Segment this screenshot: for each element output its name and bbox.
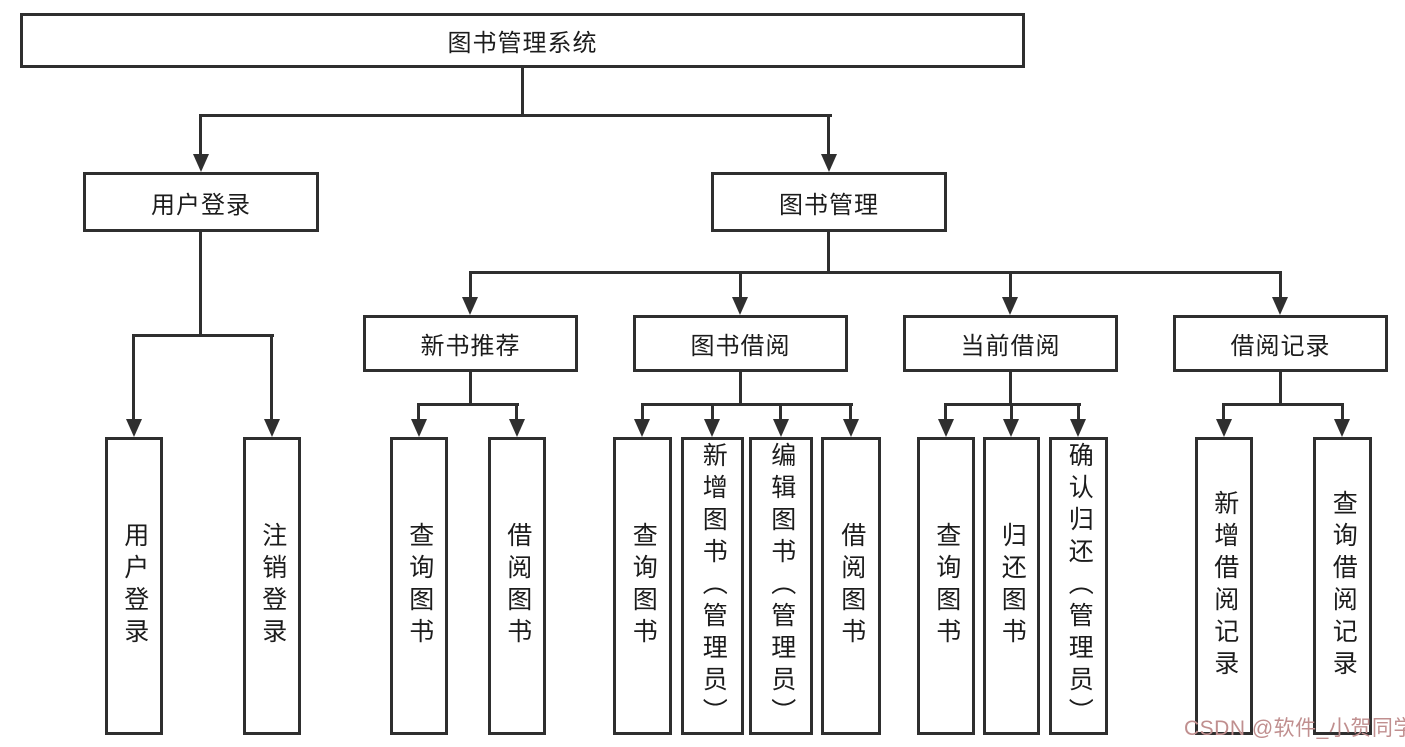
connector-line xyxy=(779,403,782,421)
connector-line xyxy=(1222,403,1344,406)
connector-line xyxy=(1010,403,1013,421)
leaf-borrow-books: 借阅图书 xyxy=(821,437,881,735)
connector-line xyxy=(1009,271,1012,299)
leaf-confirm-return-admin: 确认归还（管理员） xyxy=(1049,437,1108,735)
arrow-down-icon xyxy=(1003,419,1019,437)
arrow-down-icon xyxy=(509,419,525,437)
node-label: 当前借阅 xyxy=(960,333,1061,360)
leaf-label: 注销登录 xyxy=(258,522,287,650)
arrow-down-icon xyxy=(732,297,748,315)
connector-line xyxy=(469,271,472,299)
leaf-label: 借阅图书 xyxy=(503,522,532,650)
connector-line xyxy=(711,403,714,421)
connector-line xyxy=(849,403,852,421)
connector-line xyxy=(132,334,274,337)
node-user-login: 用户登录 xyxy=(83,172,319,232)
connector-line xyxy=(1222,403,1225,421)
leaf-label: 查询图书 xyxy=(405,522,434,650)
node-label: 图书管理系统 xyxy=(447,30,598,57)
connector-line xyxy=(521,68,524,117)
arrow-down-icon xyxy=(126,419,142,437)
node-book-management: 图书管理 xyxy=(711,172,947,232)
connector-line xyxy=(199,114,202,156)
connector-line xyxy=(199,114,832,117)
arrow-down-icon xyxy=(938,419,954,437)
arrow-down-icon xyxy=(704,419,720,437)
leaf-label: 查询图书 xyxy=(629,522,658,650)
connector-line xyxy=(827,232,830,274)
leaf-edit-books-admin: 编辑图书（管理员） xyxy=(749,437,813,735)
leaf-label: 查询图书 xyxy=(932,522,961,650)
connector-line xyxy=(270,334,273,421)
connector-line xyxy=(827,114,830,156)
leaf-query-borrow-record: 查询借阅记录 xyxy=(1313,437,1372,735)
leaf-label: 新增图书（管理员） xyxy=(699,442,728,730)
leaf-query-books-borrowing: 查询图书 xyxy=(613,437,672,735)
connector-line xyxy=(199,232,202,336)
connector-line xyxy=(469,372,472,406)
leaf-query-books-current: 查询图书 xyxy=(917,437,975,735)
csdn-watermark: CSDN @软件_小贺同学 xyxy=(1184,717,1405,740)
node-new-book-recommend: 新书推荐 xyxy=(363,315,578,372)
node-label: 用户登录 xyxy=(151,191,251,219)
node-label: 新书推荐 xyxy=(420,333,521,360)
leaf-label: 归还图书 xyxy=(998,522,1027,650)
connector-line xyxy=(1077,403,1080,421)
leaf-add-books-admin: 新增图书（管理员） xyxy=(681,437,744,735)
arrow-down-icon xyxy=(193,154,209,172)
connector-line xyxy=(1009,372,1012,406)
leaf-query-books-recommend: 查询图书 xyxy=(390,437,448,735)
node-library-management-system: 图书管理系统 xyxy=(20,13,1025,68)
arrow-down-icon xyxy=(773,419,789,437)
node-current-borrowing: 当前借阅 xyxy=(903,315,1118,372)
node-label: 借阅记录 xyxy=(1230,333,1331,360)
node-book-borrowing: 图书借阅 xyxy=(633,315,848,372)
leaf-logout: 注销登录 xyxy=(243,437,301,735)
connector-line xyxy=(132,334,135,421)
connector-line xyxy=(1341,403,1344,421)
leaf-label: 新增借阅记录 xyxy=(1210,490,1239,682)
connector-line xyxy=(1279,271,1282,299)
leaf-label: 查询借阅记录 xyxy=(1329,490,1358,682)
leaf-user-login: 用户登录 xyxy=(105,437,163,735)
arrow-down-icon xyxy=(1216,419,1232,437)
connector-line xyxy=(944,403,947,421)
leaf-label: 借阅图书 xyxy=(837,522,866,650)
arrow-down-icon xyxy=(634,419,650,437)
connector-line xyxy=(1279,372,1282,406)
connector-line xyxy=(739,271,742,299)
connector-line xyxy=(641,403,853,406)
connector-line xyxy=(417,403,420,421)
connector-line xyxy=(417,403,519,406)
arrow-down-icon xyxy=(1334,419,1350,437)
arrow-down-icon xyxy=(411,419,427,437)
node-label: 图书借阅 xyxy=(690,333,791,360)
leaf-return-books: 归还图书 xyxy=(983,437,1040,735)
arrow-down-icon xyxy=(462,297,478,315)
connector-line xyxy=(515,403,518,421)
arrow-down-icon xyxy=(1002,297,1018,315)
leaf-label: 用户登录 xyxy=(120,522,149,650)
leaf-borrow-books-recommend: 借阅图书 xyxy=(488,437,546,735)
connector-line xyxy=(641,403,644,421)
connector-line xyxy=(739,372,742,406)
node-borrow-records: 借阅记录 xyxy=(1173,315,1388,372)
leaf-add-borrow-record: 新增借阅记录 xyxy=(1195,437,1253,735)
arrow-down-icon xyxy=(821,154,837,172)
arrow-down-icon xyxy=(1272,297,1288,315)
node-label: 图书管理 xyxy=(779,191,879,219)
connector-line xyxy=(469,271,1282,274)
arrow-down-icon xyxy=(843,419,859,437)
arrow-down-icon xyxy=(1070,419,1086,437)
leaf-label: 编辑图书（管理员） xyxy=(767,442,796,730)
leaf-label: 确认归还（管理员） xyxy=(1065,442,1094,730)
arrow-down-icon xyxy=(264,419,280,437)
